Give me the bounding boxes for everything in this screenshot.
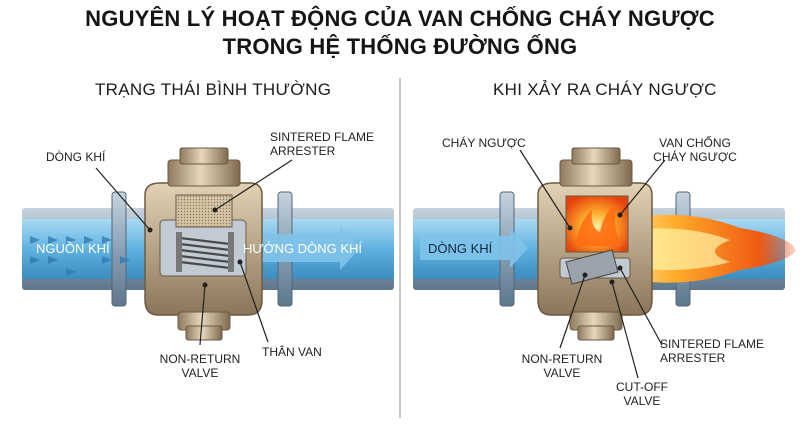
left-panel-heading: TRẠNG THÁI BÌNH THƯỜNG: [95, 80, 332, 99]
left-valve-assembly: [22, 147, 394, 346]
diagram-title-line1: NGUYÊN LÝ HOẠT ĐỘNG CỦA VAN CHỐNG CHÁY N…: [85, 6, 715, 31]
right-label-cutoff-valve: CUT-OFF VALVE: [616, 380, 668, 408]
right-label-non-return-valve: NON-RETURN VALVE: [521, 352, 603, 380]
right-valve-assembly: [413, 147, 796, 379]
left-label-valve-body: THÂN VAN: [262, 345, 322, 359]
left-label-non-return-valve: NON-RETURN VALVE: [159, 352, 241, 380]
left-label-sintered-arrester: SINTERED FLAME ARRESTER: [270, 130, 375, 158]
left-label-gas-flow: DÒNG KHÍ: [46, 150, 106, 164]
right-label-sintered-arrester: SINTERED FLAME ARRESTER: [660, 337, 765, 365]
right-label-backfire: CHÁY NGƯỢC: [442, 136, 526, 150]
right-label-flashback-valve: VAN CHỐNG CHÁY NGƯỢC: [653, 136, 737, 164]
diagram-title-line2: TRONG HỆ THỐNG ĐƯỜNG ỐNG: [222, 34, 578, 59]
right-panel-heading: KHI XẢY RA CHÁY NGƯỢC: [493, 80, 717, 99]
panel-divider: [399, 78, 401, 418]
left-label-gas-source: NGUỒN KHÍ: [36, 241, 110, 256]
right-label-gas-flow: DÒNG KHÍ: [428, 241, 493, 256]
left-label-flow-direction: HƯỚNG DÒNG KHÍ: [243, 241, 363, 256]
